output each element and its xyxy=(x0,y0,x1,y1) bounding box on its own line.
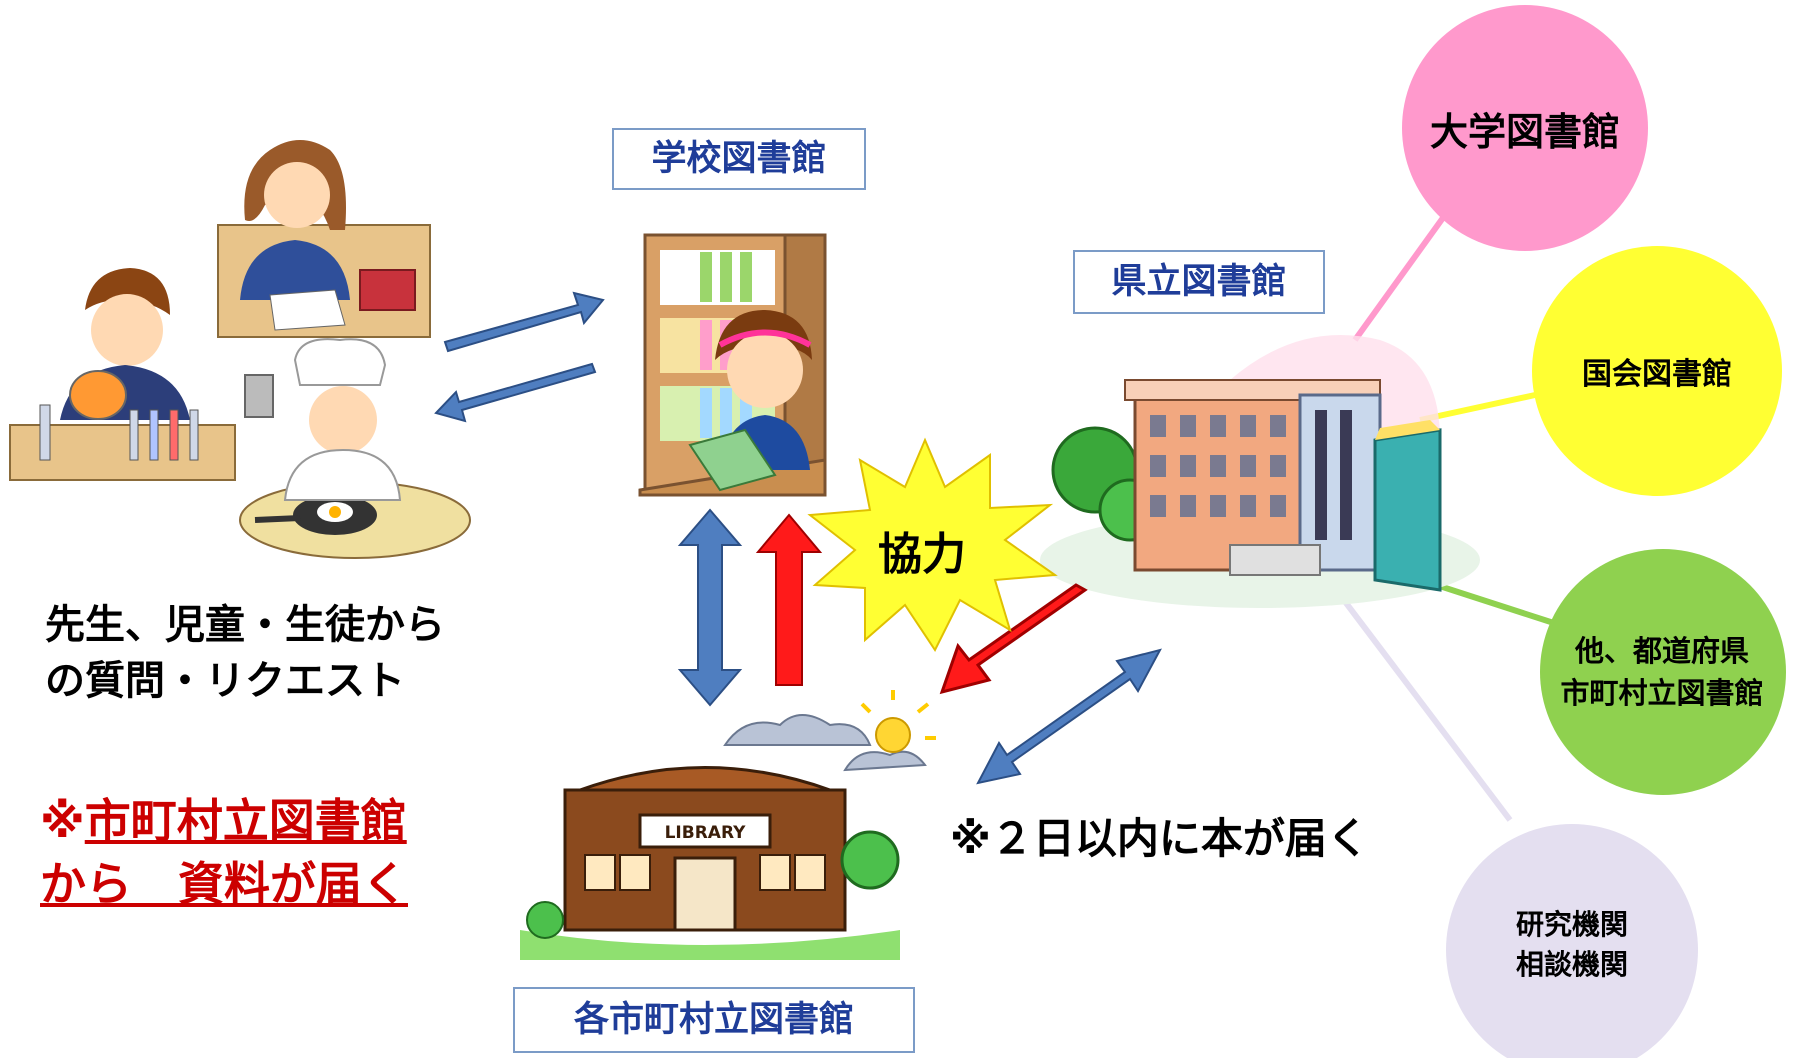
other-libraries-line1: 他、都道府県 xyxy=(1574,634,1749,668)
school-library-label: 学校図書館 xyxy=(612,128,866,190)
other-libraries-label: 他、都道府県 市町村立図書館 xyxy=(1532,615,1792,729)
arrow-prefectural-municipal xyxy=(976,648,1162,785)
connector-university xyxy=(1352,213,1448,342)
arrows xyxy=(434,291,1162,785)
municipal-note-line1: ※市町村立図書館 xyxy=(40,785,407,851)
prefectural-library-building xyxy=(1040,335,1480,608)
connector-research xyxy=(1337,593,1513,822)
national-diet-circle xyxy=(1532,246,1782,496)
arrow-municipal-to-school xyxy=(755,513,823,686)
national-diet-label: 国会図書館 xyxy=(1582,357,1732,392)
arrow-to-school-library xyxy=(443,291,605,353)
delivery-note: ※２日以内に本が届く xyxy=(950,814,1369,863)
prefectural-library-label: 県立図書館 xyxy=(1073,250,1325,314)
arrow-from-school-library xyxy=(434,362,597,423)
municipal-note-mark: ※ xyxy=(40,794,85,848)
library-sign-text: LIBRARY xyxy=(665,823,747,843)
arrow-prefectural-to-municipal xyxy=(939,583,1088,695)
research-line1: 研究機関 xyxy=(1515,908,1628,941)
requests-note-line1: 先生、児童・生徒から xyxy=(45,602,445,648)
other-libraries-line2: 市町村立図書館 xyxy=(1560,676,1764,710)
research-circle xyxy=(1446,824,1698,1058)
cooperation-label: 協力 xyxy=(878,529,966,580)
university-label: 大学図書館 xyxy=(1429,109,1620,154)
municipal-note-text1: 市町村立図書館 xyxy=(84,794,407,848)
research-line2: 相談機関 xyxy=(1515,948,1628,981)
municipal-libraries-label: 各市町村立図書館 xyxy=(513,987,915,1053)
municipal-library-building xyxy=(520,690,936,960)
teacher-student-illustration xyxy=(9,140,471,559)
municipal-note-line2: から 資料が届く xyxy=(40,857,408,911)
university-circle xyxy=(1402,5,1648,251)
other-libraries-circle xyxy=(1540,549,1786,795)
cooperation-burst xyxy=(807,437,1058,652)
connector-national-diet xyxy=(1419,392,1536,423)
arrow-school-municipal xyxy=(677,508,743,707)
school-library-illustration xyxy=(638,233,827,497)
requests-note-line2: の質問・リクエスト xyxy=(45,658,405,704)
research-label: 研究機関 相談機関 xyxy=(1446,900,1698,990)
